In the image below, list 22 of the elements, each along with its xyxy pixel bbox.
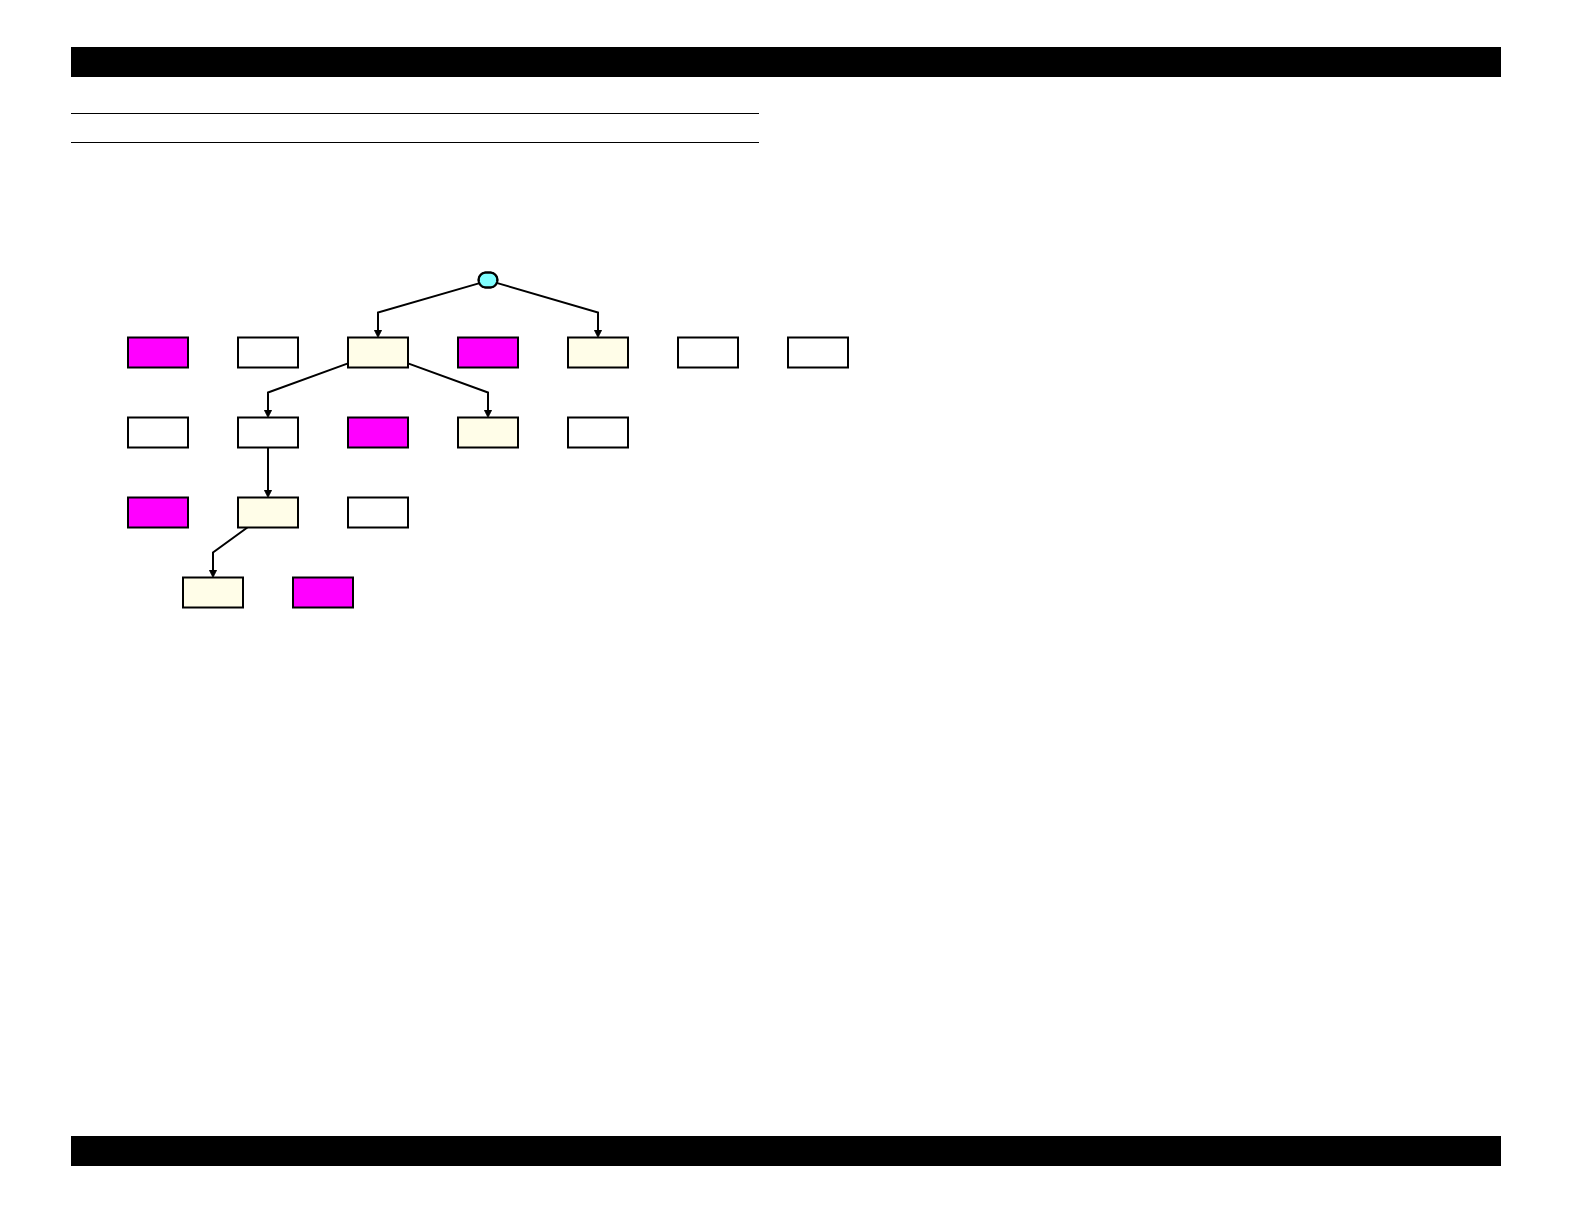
node-box (567, 416, 629, 449)
arrow (263, 446, 273, 498)
arrow (263, 362, 349, 418)
node-box (237, 336, 299, 369)
node-box (127, 496, 189, 529)
node-box (677, 336, 739, 369)
node-box (457, 416, 519, 449)
node-box (182, 576, 244, 609)
node-box (787, 336, 849, 369)
arrow (496, 282, 603, 338)
node-box (457, 336, 519, 369)
node-box (347, 496, 409, 529)
node-box (347, 416, 409, 449)
node-box (292, 576, 354, 609)
node-box (127, 336, 189, 369)
node-box (127, 416, 189, 449)
node-box (347, 336, 409, 369)
arrow (373, 282, 481, 338)
node-box (237, 496, 299, 529)
node-box (567, 336, 629, 369)
arrow (208, 526, 249, 578)
node-box (237, 416, 299, 449)
